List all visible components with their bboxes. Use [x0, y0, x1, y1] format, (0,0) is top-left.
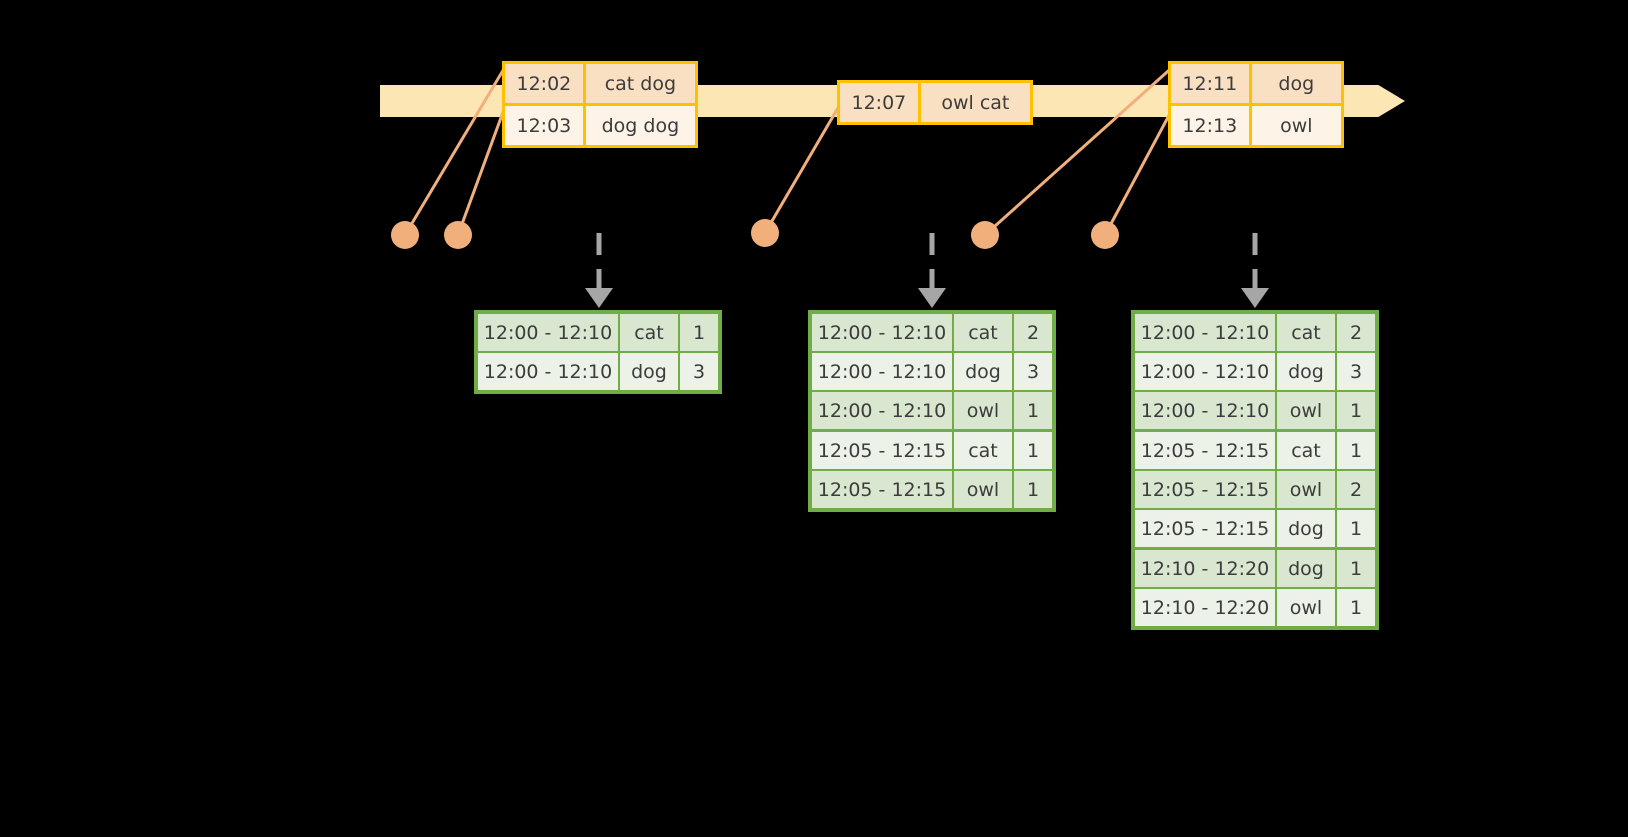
flow-arrow-to-table-1 [585, 233, 613, 308]
result-cell-key: owl [954, 392, 1012, 429]
event-markers [391, 219, 1119, 249]
event-row: 12:11 dog [1171, 64, 1341, 103]
connector-1203 [456, 103, 508, 236]
result-cell-count: 1 [1337, 550, 1375, 587]
event-marker-1213 [1091, 221, 1119, 249]
flow-arrows [585, 233, 1269, 308]
event-payload: dog dog [585, 106, 695, 145]
event-row: 12:07 owl cat [840, 83, 1030, 122]
result-cell-window: 12:05 - 12:15 [1135, 432, 1275, 469]
event-box-group-a: 12:02 cat dog 12:03 dog dog [502, 61, 698, 148]
event-box-group-b: 12:07 owl cat [837, 80, 1033, 125]
result-cell-window: 12:05 - 12:15 [1135, 510, 1275, 547]
result-cell-count: 2 [1337, 314, 1375, 351]
result-cell-window: 12:00 - 12:10 [478, 353, 618, 390]
result-cell-key: dog [954, 353, 1012, 390]
connector-1207 [763, 100, 844, 234]
event-time: 12:07 [840, 83, 921, 122]
flow-arrow-to-table-2 [918, 233, 946, 308]
event-marker-1207 [751, 219, 779, 247]
result-cell-count: 2 [1337, 471, 1375, 508]
result-cell-key: owl [1277, 589, 1335, 626]
result-cell-window: 12:00 - 12:10 [1135, 392, 1275, 429]
result-cell-count: 2 [1014, 314, 1052, 351]
result-cell-count: 3 [680, 353, 718, 390]
flow-arrow-to-table-3 [1241, 233, 1269, 308]
event-time: 12:02 [505, 64, 586, 103]
result-cell-key: cat [954, 314, 1012, 351]
result-cell-key: dog [1277, 550, 1335, 587]
result-cell-window: 12:00 - 12:10 [812, 353, 952, 390]
event-row: 12:02 cat dog [505, 64, 695, 103]
result-cell-window: 12:00 - 12:10 [478, 314, 618, 351]
result-cell-count: 1 [1337, 432, 1375, 469]
result-cell-count: 1 [1014, 471, 1052, 508]
connector-1213 [1103, 105, 1176, 236]
result-cell-key: owl [1277, 471, 1335, 508]
result-cell-count: 3 [1337, 353, 1375, 390]
result-cell-key: cat [1277, 432, 1335, 469]
result-cell-window: 12:00 - 12:10 [812, 392, 952, 429]
event-payload: dog [1251, 64, 1341, 103]
result-cell-key: dog [1277, 510, 1335, 547]
event-payload: cat dog [585, 64, 695, 103]
event-time: 12:03 [505, 106, 586, 145]
result-cell-count: 1 [680, 314, 718, 351]
result-cell-key: cat [1277, 314, 1335, 351]
event-row: 12:13 owl [1171, 103, 1341, 145]
event-marker-1203 [444, 221, 472, 249]
result-cell-key: owl [954, 471, 1012, 508]
result-cell-key: dog [620, 353, 678, 390]
result-cell-window: 12:10 - 12:20 [1135, 589, 1275, 626]
result-cell-key: cat [954, 432, 1012, 469]
event-time: 12:13 [1171, 106, 1252, 145]
result-cell-count: 1 [1337, 510, 1375, 547]
result-cell-window: 12:00 - 12:10 [1135, 314, 1275, 351]
result-cell-key: cat [620, 314, 678, 351]
result-cell-window: 12:05 - 12:15 [1135, 471, 1275, 508]
event-marker-1211 [971, 221, 999, 249]
result-cell-window: 12:05 - 12:15 [812, 432, 952, 469]
result-cell-count: 1 [1337, 392, 1375, 429]
result-cell-window: 12:00 - 12:10 [1135, 353, 1275, 390]
result-cell-window: 12:10 - 12:20 [1135, 550, 1275, 587]
event-row: 12:03 dog dog [505, 103, 695, 145]
result-cell-count: 1 [1014, 392, 1052, 429]
result-cell-key: dog [1277, 353, 1335, 390]
event-payload: owl [1251, 106, 1341, 145]
event-box-group-c: 12:11 dog 12:13 owl [1168, 61, 1344, 148]
result-cell-window: 12:00 - 12:10 [812, 314, 952, 351]
result-cell-count: 3 [1014, 353, 1052, 390]
event-time: 12:11 [1171, 64, 1252, 103]
result-cell-window: 12:05 - 12:15 [812, 471, 952, 508]
event-payload: owl cat [920, 83, 1030, 122]
result-cell-count: 1 [1337, 589, 1375, 626]
event-marker-1202 [391, 221, 419, 249]
result-cell-key: owl [1277, 392, 1335, 429]
result-cell-count: 1 [1014, 432, 1052, 469]
